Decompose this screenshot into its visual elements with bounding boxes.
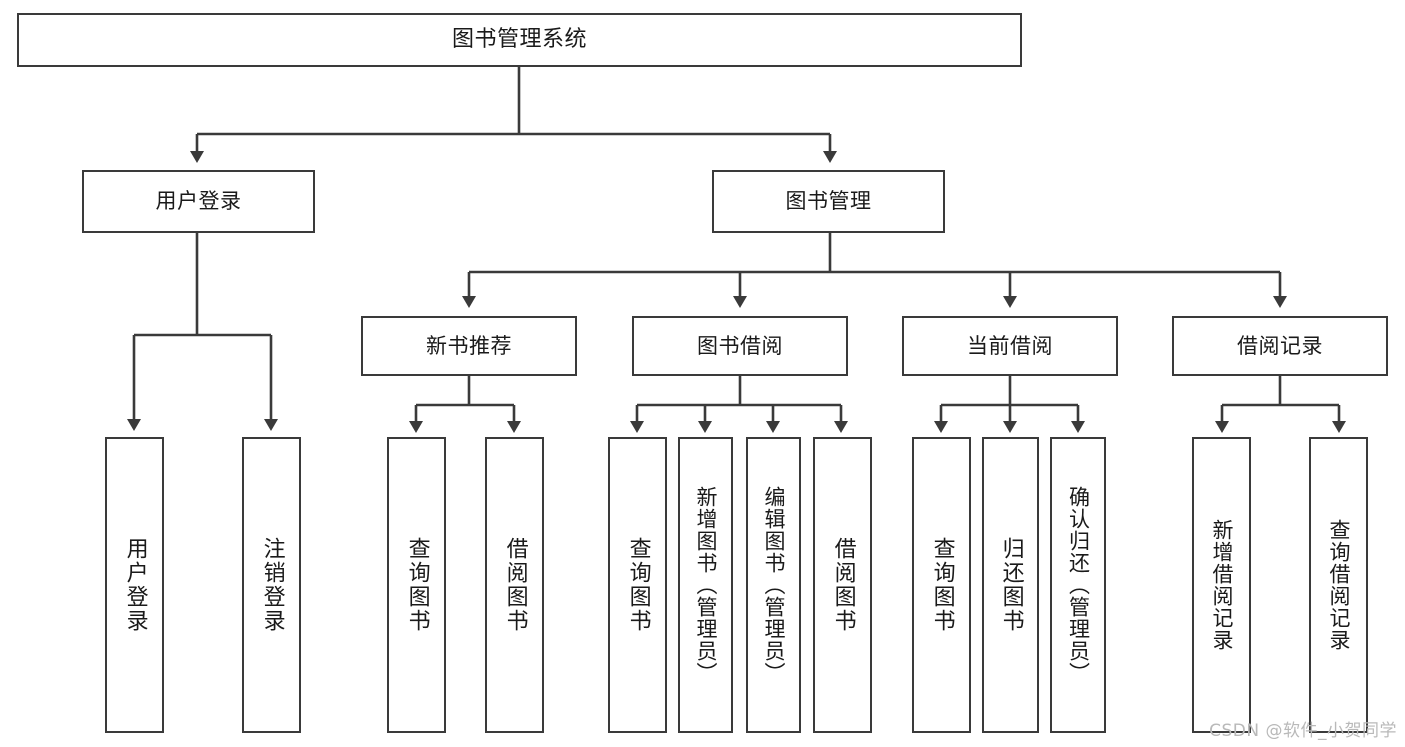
node-label: 新增图书（管理员） xyxy=(694,486,719,684)
node-label: 图书管理系统 xyxy=(451,27,587,53)
leaf-current-query-book[interactable]: 查询图书 xyxy=(912,437,971,733)
node-label: 图书管理 xyxy=(785,189,872,214)
node-label: 查询图书 xyxy=(404,537,430,633)
node-label: 查询图书 xyxy=(625,537,651,633)
leaf-borrow-add-book-admin[interactable]: 新增图书（管理员） xyxy=(678,437,733,733)
node-label: 借阅图书 xyxy=(830,537,856,633)
leaf-new-book-query-book[interactable]: 查询图书 xyxy=(387,437,446,733)
node-label: 确认归还（管理员） xyxy=(1066,486,1091,684)
leaf-record-add-borrow-record[interactable]: 新增借阅记录 xyxy=(1192,437,1251,733)
node-label: 用户登录 xyxy=(122,537,148,633)
leaf-borrow-query-book[interactable]: 查询图书 xyxy=(608,437,667,733)
node-label: 图书借阅 xyxy=(697,333,783,358)
node-root-book-management-system[interactable]: 图书管理系统 xyxy=(17,13,1022,67)
node-borrow-record[interactable]: 借阅记录 xyxy=(1172,316,1388,376)
leaf-logout[interactable]: 注销登录 xyxy=(242,437,301,733)
node-label: 新增借阅记录 xyxy=(1210,519,1235,651)
node-label: 借阅记录 xyxy=(1237,333,1323,358)
node-label: 查询图书 xyxy=(929,537,955,633)
node-label: 新书推荐 xyxy=(426,333,512,358)
watermark-text: CSDN @软件_小贺同学 xyxy=(1209,721,1397,741)
node-label: 编辑图书（管理员） xyxy=(762,486,787,684)
node-current-borrow[interactable]: 当前借阅 xyxy=(902,316,1118,376)
leaf-current-return-book[interactable]: 归还图书 xyxy=(982,437,1039,733)
node-user-login[interactable]: 用户登录 xyxy=(82,170,315,233)
node-label: 借阅图书 xyxy=(502,537,528,633)
node-label: 归还图书 xyxy=(998,537,1024,633)
node-label: 用户登录 xyxy=(155,189,242,214)
node-new-book-recommend[interactable]: 新书推荐 xyxy=(361,316,577,376)
leaf-user-login[interactable]: 用户登录 xyxy=(105,437,164,733)
leaf-new-book-borrow-book[interactable]: 借阅图书 xyxy=(485,437,544,733)
leaf-borrow-borrow-book[interactable]: 借阅图书 xyxy=(813,437,872,733)
node-book-borrow[interactable]: 图书借阅 xyxy=(632,316,848,376)
node-label: 当前借阅 xyxy=(967,333,1053,358)
node-label: 注销登录 xyxy=(259,537,285,633)
node-book-management[interactable]: 图书管理 xyxy=(712,170,945,233)
node-label: 查询借阅记录 xyxy=(1327,519,1352,651)
leaf-record-query-borrow-record[interactable]: 查询借阅记录 xyxy=(1309,437,1368,733)
leaf-current-confirm-return-admin[interactable]: 确认归还（管理员） xyxy=(1050,437,1106,733)
leaf-borrow-edit-book-admin[interactable]: 编辑图书（管理员） xyxy=(746,437,801,733)
